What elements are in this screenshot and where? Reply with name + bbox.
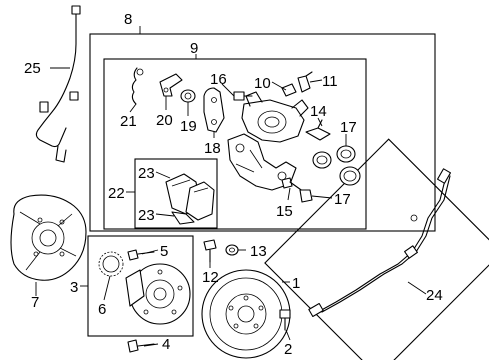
leader-lines [35,26,427,347]
piston [312,151,332,169]
callout-25: 25 [24,60,41,77]
caliper-body [241,91,309,143]
callout-16: 16 [210,71,227,88]
bushing-19 [180,89,196,103]
pad-kit-frame [134,158,218,229]
wheel-speed-sensor [35,5,81,163]
bleeder-screw [233,91,253,101]
spring-21 [131,67,144,105]
caliper-carrier [227,133,297,191]
tone-ring [98,251,124,277]
callout-21: 21 [120,113,137,130]
callout-14: 14 [310,103,327,120]
hub-bolt-5 [127,249,155,261]
piston-seal-17 [336,145,361,186]
callout-17-lower: 17 [334,191,351,208]
hub-bearing [125,263,191,325]
bolt-12 [203,239,217,263]
boot-17b [299,189,313,203]
callout-22: 22 [108,185,125,202]
callout-6: 6 [98,301,106,318]
callout-19: 19 [180,118,197,135]
hub-bolt-4 [127,339,155,353]
callout-12: 12 [202,269,219,286]
callout-labels: 8 9 25 21 20 19 18 16 10 11 14 17 17 15 … [24,11,443,358]
callout-2: 2 [284,341,292,358]
callout-1: 1 [292,275,300,292]
dust-shield [10,194,87,281]
brake-hose-frame [264,138,489,360]
callout-23-upper: 23 [138,165,155,182]
cap-10 [281,83,297,97]
screw-2 [279,309,291,331]
callout-24: 24 [426,287,443,304]
callout-3: 3 [70,279,78,296]
callout-17-upper: 17 [340,119,357,136]
callout-15: 15 [276,203,293,220]
callout-13: 13 [250,243,267,260]
caliper-subassembly-frame [103,58,367,230]
callout-20: 20 [156,112,173,129]
brake-hose [308,168,452,318]
callout-23-lower: 23 [138,207,155,224]
callout-7: 7 [31,294,39,311]
clip-20 [159,73,183,97]
callout-5: 5 [160,243,168,260]
callout-10: 10 [254,75,271,92]
callout-18: 18 [204,140,221,157]
callout-11: 11 [322,73,338,90]
callout-4: 4 [162,336,170,353]
washer-13 [225,244,239,256]
bracket-18 [203,87,225,133]
clip-11 [297,71,313,93]
brake-pad-outer [185,181,215,221]
callout-9: 9 [190,40,198,57]
callout-8: 8 [124,11,132,28]
caliper-assembly-frame [89,33,436,232]
pad-clip [171,211,195,225]
guide-pin-14 [305,119,331,141]
